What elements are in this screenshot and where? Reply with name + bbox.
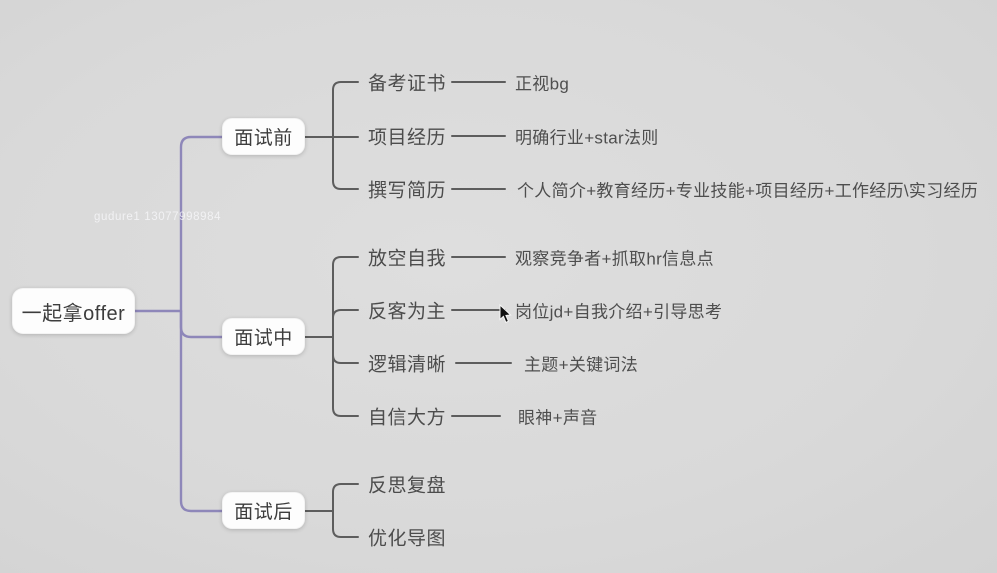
leaf-node[interactable]: 正视bg xyxy=(515,74,570,94)
branch-node-after-interview[interactable]: 面试后 xyxy=(222,492,305,529)
leaf-node[interactable]: 个人简介+教育经历+专业技能+项目经历+工作经历\实习经历 xyxy=(517,181,979,201)
child-node[interactable]: 放空自我 xyxy=(368,248,447,270)
child-node[interactable]: 撰写简历 xyxy=(368,180,447,202)
child-node[interactable]: 优化导图 xyxy=(368,528,447,550)
leaf-node[interactable]: 眼神+声音 xyxy=(518,408,598,428)
branch-child-brackets xyxy=(304,81,359,538)
branch-node-during-interview[interactable]: 面试中 xyxy=(222,318,305,355)
child-node[interactable]: 逻辑清晰 xyxy=(368,354,447,376)
child-leaf-dashes xyxy=(451,81,512,417)
leaf-node[interactable]: 岗位jd+自我介绍+引导思考 xyxy=(515,302,723,322)
root-node[interactable]: 一起拿offer xyxy=(12,288,135,334)
leaf-node[interactable]: 明确行业+star法则 xyxy=(515,128,659,148)
branch-node-before-interview[interactable]: 面试前 xyxy=(222,118,305,155)
root-branch-connectors xyxy=(133,135,224,513)
child-node[interactable]: 自信大方 xyxy=(368,407,447,429)
leaf-node[interactable]: 观察竞争者+抓取hr信息点 xyxy=(515,249,714,269)
child-node[interactable]: 反思复盘 xyxy=(368,475,447,497)
child-node[interactable]: 备考证书 xyxy=(368,73,447,95)
leaf-node[interactable]: 主题+关键词法 xyxy=(524,355,639,375)
child-node[interactable]: 反客为主 xyxy=(368,301,447,323)
child-node[interactable]: 项目经历 xyxy=(368,127,447,149)
